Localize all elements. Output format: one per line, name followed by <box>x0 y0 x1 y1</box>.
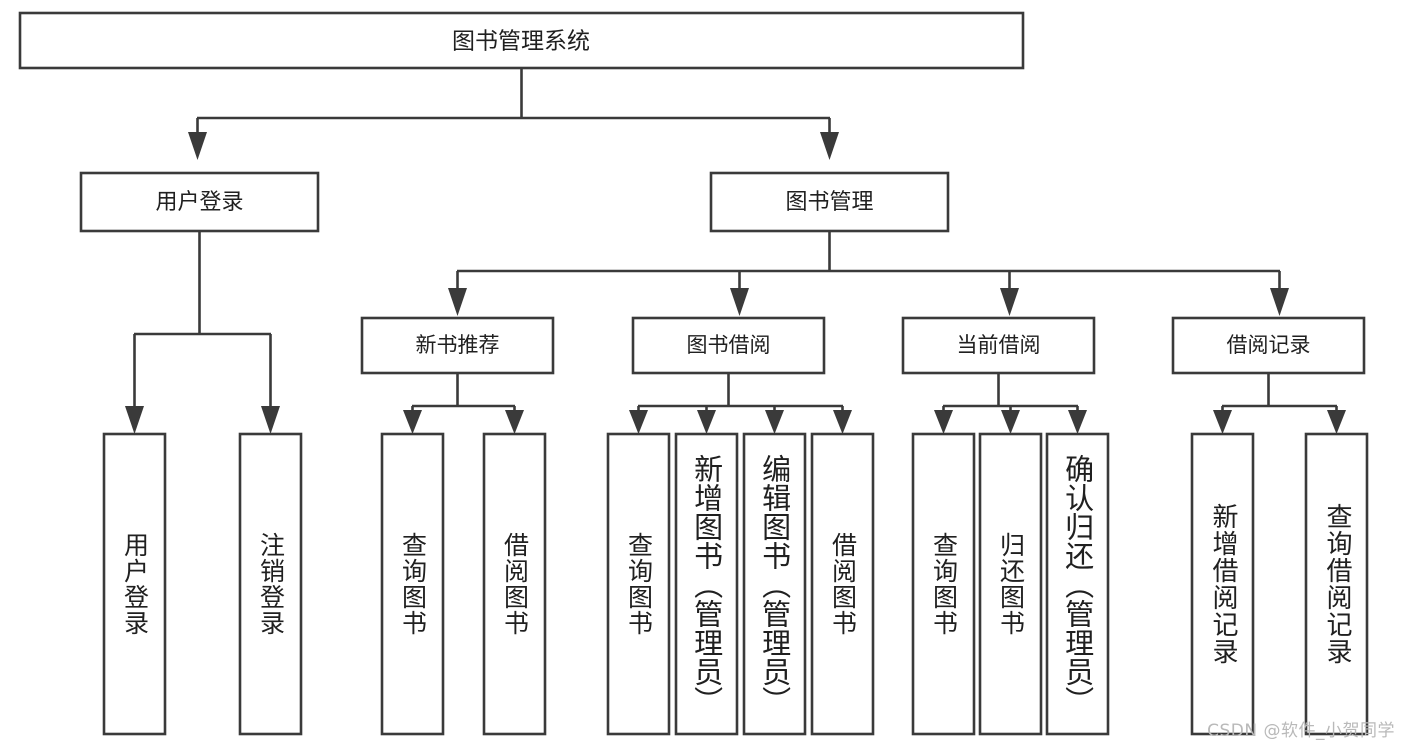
leaf-box-add-book-admin[interactable] <box>674 432 739 736</box>
arrow-userlogin-leaf-2 <box>261 406 280 434</box>
leaf-box-newbook-query[interactable] <box>380 432 445 736</box>
node-borrow-records-label: 借阅记录 <box>1227 333 1311 357</box>
arrow-newbook-leaf-2 <box>505 410 524 434</box>
leaf-box-user-login[interactable] <box>102 432 167 736</box>
node-book-borrow-box[interactable] <box>631 316 826 375</box>
node-new-book-label: 新书推荐 <box>416 333 500 357</box>
arrow-root-to-login <box>188 132 207 160</box>
node-user-login-label: 用户登录 <box>155 190 243 215</box>
leaf-box-query-record[interactable] <box>1304 432 1369 736</box>
arrow-records-leaf-2 <box>1327 410 1346 434</box>
watermark-text: CSDN @软件_小贺同学 <box>1207 721 1395 741</box>
arrow-bookmgmt-to-newbook <box>448 288 467 316</box>
node-borrow-records-box[interactable] <box>1171 316 1366 375</box>
leaf-box-edit-book-admin[interactable] <box>742 432 807 736</box>
arrow-currentborrow-leaf-3 <box>1068 410 1087 434</box>
leaf-box-return-book[interactable] <box>978 432 1043 736</box>
node-book-borrow-label: 图书借阅 <box>687 333 771 357</box>
leaf-box-logout[interactable] <box>238 432 303 736</box>
arrow-bookmgmt-to-records <box>1270 288 1289 316</box>
leaf-box-confirm-return-admin[interactable] <box>1045 432 1110 736</box>
arrow-newbook-leaf-1 <box>403 410 422 434</box>
node-book-management-box[interactable] <box>709 171 950 233</box>
node-current-borrow-label: 当前借阅 <box>957 333 1041 357</box>
node-book-management-label: 图书管理 <box>785 190 873 215</box>
node-current-borrow-box[interactable] <box>901 316 1096 375</box>
arrow-bookborrow-leaf-1 <box>629 410 648 434</box>
arrow-root-to-bookmgmt <box>820 132 839 160</box>
leaf-box-add-record[interactable] <box>1190 432 1255 736</box>
leaf-box-newbook-borrow[interactable] <box>482 432 547 736</box>
leaf-box-borrow-book[interactable] <box>810 432 875 736</box>
arrow-userlogin-leaf-1 <box>125 406 144 434</box>
node-root-label: 图书管理系统 <box>452 29 590 55</box>
leaf-box-current-query[interactable] <box>911 432 976 736</box>
arrow-bookborrow-leaf-4 <box>833 410 852 434</box>
arrow-currentborrow-leaf-2 <box>1001 410 1020 434</box>
node-root-box[interactable] <box>18 11 1025 70</box>
arrow-records-leaf-1 <box>1213 410 1232 434</box>
arrow-bookborrow-leaf-2 <box>697 410 716 434</box>
arrow-currentborrow-leaf-1 <box>934 410 953 434</box>
arrow-bookmgmt-to-current <box>1000 288 1019 316</box>
arrow-bookborrow-leaf-3 <box>765 410 784 434</box>
node-new-book-box[interactable] <box>360 316 555 375</box>
arrow-bookmgmt-to-borrow <box>730 288 749 316</box>
leaf-box-borrow-query[interactable] <box>606 432 671 736</box>
